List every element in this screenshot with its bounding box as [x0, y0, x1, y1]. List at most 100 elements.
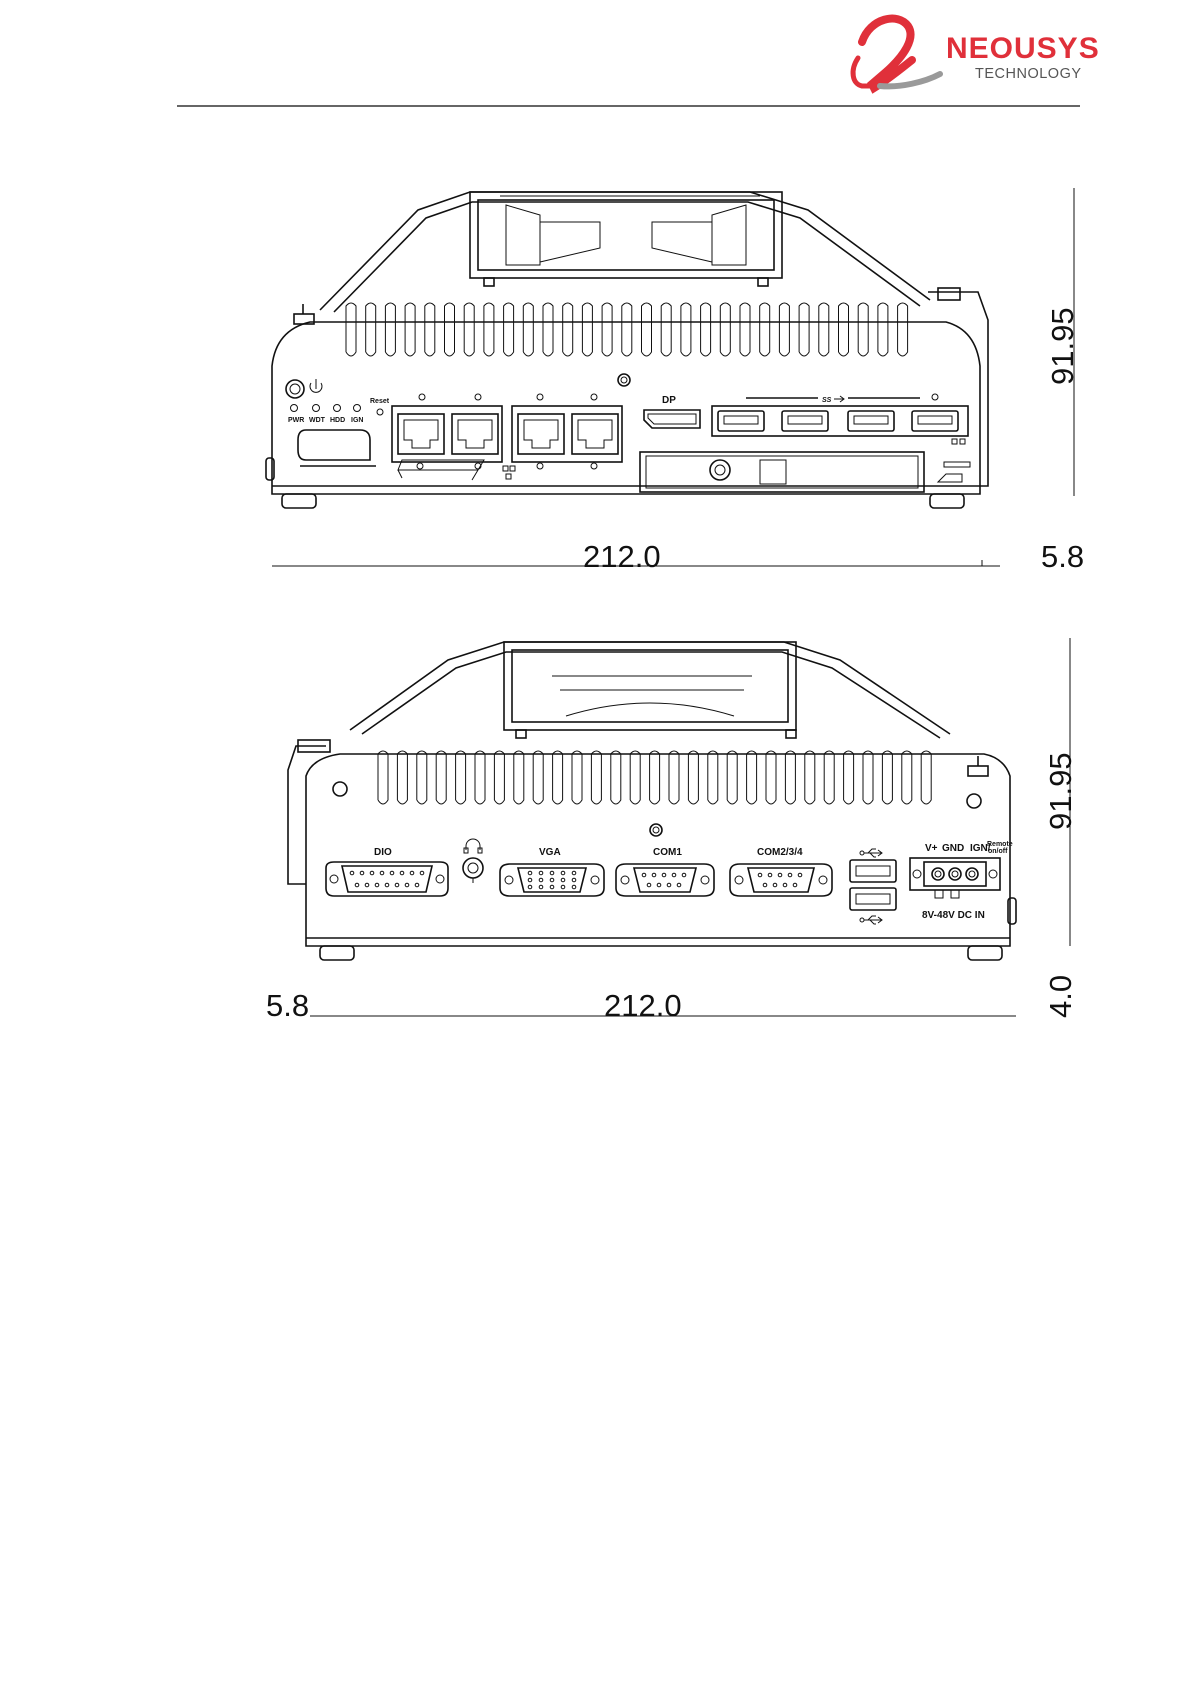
connector-pin	[561, 871, 565, 875]
usb3-port-tongue	[854, 416, 888, 424]
heatsink-fin	[921, 751, 931, 804]
lan-led	[591, 463, 597, 469]
usb3-icon: SS	[822, 396, 844, 404]
logo-brand-text: NEOUSYS	[946, 32, 1100, 65]
rear-height-dim: 91.95	[1043, 752, 1078, 830]
connector-pin	[380, 871, 384, 875]
sim-slot-cover[interactable]	[298, 430, 370, 460]
heatsink-fin	[582, 303, 592, 356]
dc-vplus-label: V+	[925, 843, 938, 854]
power-button[interactable]	[286, 380, 304, 398]
headphone-icon	[464, 839, 482, 853]
heatsink-fin	[611, 751, 621, 804]
connector-pin	[647, 883, 651, 887]
led-label-ign: IGN	[351, 417, 363, 424]
front-offset-dim: 5.8	[1041, 539, 1084, 574]
heatsink-fin	[543, 303, 553, 356]
connector-pin	[370, 871, 374, 875]
vga-label: VGA	[539, 847, 561, 858]
heatsink-fin	[819, 303, 829, 356]
vga-port[interactable]: VGA	[500, 847, 604, 896]
connector-pin	[400, 871, 404, 875]
rear-width-dim: 212.0	[604, 988, 682, 1023]
led-label-wdt: WDT	[309, 417, 326, 424]
heatsink-fin	[417, 751, 427, 804]
heatsink-fin	[669, 751, 679, 804]
connector-pin	[763, 883, 767, 887]
heatsink-fin	[858, 303, 868, 356]
connector-pin	[758, 873, 762, 877]
heatsink-fin	[863, 751, 873, 804]
heatsink-fin	[366, 303, 376, 356]
lan-led	[475, 394, 481, 400]
heatsink-fin	[902, 751, 912, 804]
lan-led	[537, 394, 543, 400]
heatsink-fin	[591, 751, 601, 804]
heatsink-fin	[456, 751, 466, 804]
usb-icon	[860, 916, 882, 924]
heatsink-fin	[630, 751, 640, 804]
connector-pin	[677, 883, 681, 887]
connector-pin	[405, 883, 409, 887]
heatsink-fin	[563, 303, 573, 356]
front-left-panel: PWR WDT HDD IGN Reset	[286, 379, 390, 466]
led-label-hdd: HDD	[330, 417, 345, 424]
connector-pin	[667, 883, 671, 887]
heatsink-fin	[622, 303, 632, 356]
heatsink-fin	[385, 303, 395, 356]
com234-port[interactable]: COM2/3/4	[730, 847, 832, 896]
connector-pin	[395, 883, 399, 887]
dc-in-terminal[interactable]: V+ GND IGN/ Remote on/off 8V-48V DC IN	[910, 841, 1013, 921]
heatsink-fin	[523, 303, 533, 356]
heatsink-fin	[701, 303, 711, 356]
usb2-ports[interactable]	[850, 849, 896, 924]
front-height-dim: 91.95	[1045, 307, 1080, 385]
dc-gnd-label: GND	[942, 843, 964, 854]
dio-label: DIO	[374, 847, 392, 858]
heatsink-fin	[484, 303, 494, 356]
heatsink-fin	[766, 751, 776, 804]
connector-pin	[528, 878, 532, 882]
connector-pin	[672, 873, 676, 877]
sd-slot[interactable]	[938, 462, 970, 482]
heatsink-fin	[681, 303, 691, 356]
logo-mark-icon	[853, 19, 940, 88]
heatsink-fin	[878, 303, 888, 356]
displayport[interactable]: DP	[644, 395, 700, 428]
com1-port[interactable]: COM1	[616, 847, 714, 896]
heatsink-fin	[553, 751, 563, 804]
dio-port[interactable]: DIO	[326, 847, 448, 896]
power-icon	[310, 379, 322, 392]
heatsink-fin	[760, 303, 770, 356]
connector-pin	[390, 871, 394, 875]
reset-button[interactable]	[377, 409, 383, 415]
audio-jack[interactable]	[463, 839, 483, 883]
connector-pin	[539, 878, 543, 882]
svg-text:SS: SS	[822, 397, 832, 404]
heatsink-fin	[898, 303, 908, 356]
lan-jack-contacts	[458, 420, 492, 448]
heatsink-fin	[602, 303, 612, 356]
heatsink-fin	[445, 303, 455, 356]
rear-screw	[650, 824, 662, 836]
heatsink-fin	[708, 751, 718, 804]
heatsink-fin	[397, 751, 407, 804]
led-pwr	[291, 405, 298, 412]
front-heatsink-fins	[346, 303, 908, 356]
dc-remote-label: Remote	[987, 841, 1013, 848]
connector-pin	[415, 883, 419, 887]
heatsink-fin	[805, 751, 815, 804]
heatsink-fin	[475, 751, 485, 804]
heatsink-fin	[405, 303, 415, 356]
connector-pin	[572, 878, 576, 882]
heatsink-fin	[504, 303, 514, 356]
lan-led	[591, 394, 597, 400]
usb3-port	[782, 411, 828, 431]
connector-pin	[550, 878, 554, 882]
dc-in-label: 8V-48V DC IN	[922, 910, 985, 921]
heatsink-fin	[740, 303, 750, 356]
heatsink-fin	[839, 303, 849, 356]
front-width-dim: 212.0	[583, 539, 661, 574]
heatsink-fin	[747, 751, 757, 804]
